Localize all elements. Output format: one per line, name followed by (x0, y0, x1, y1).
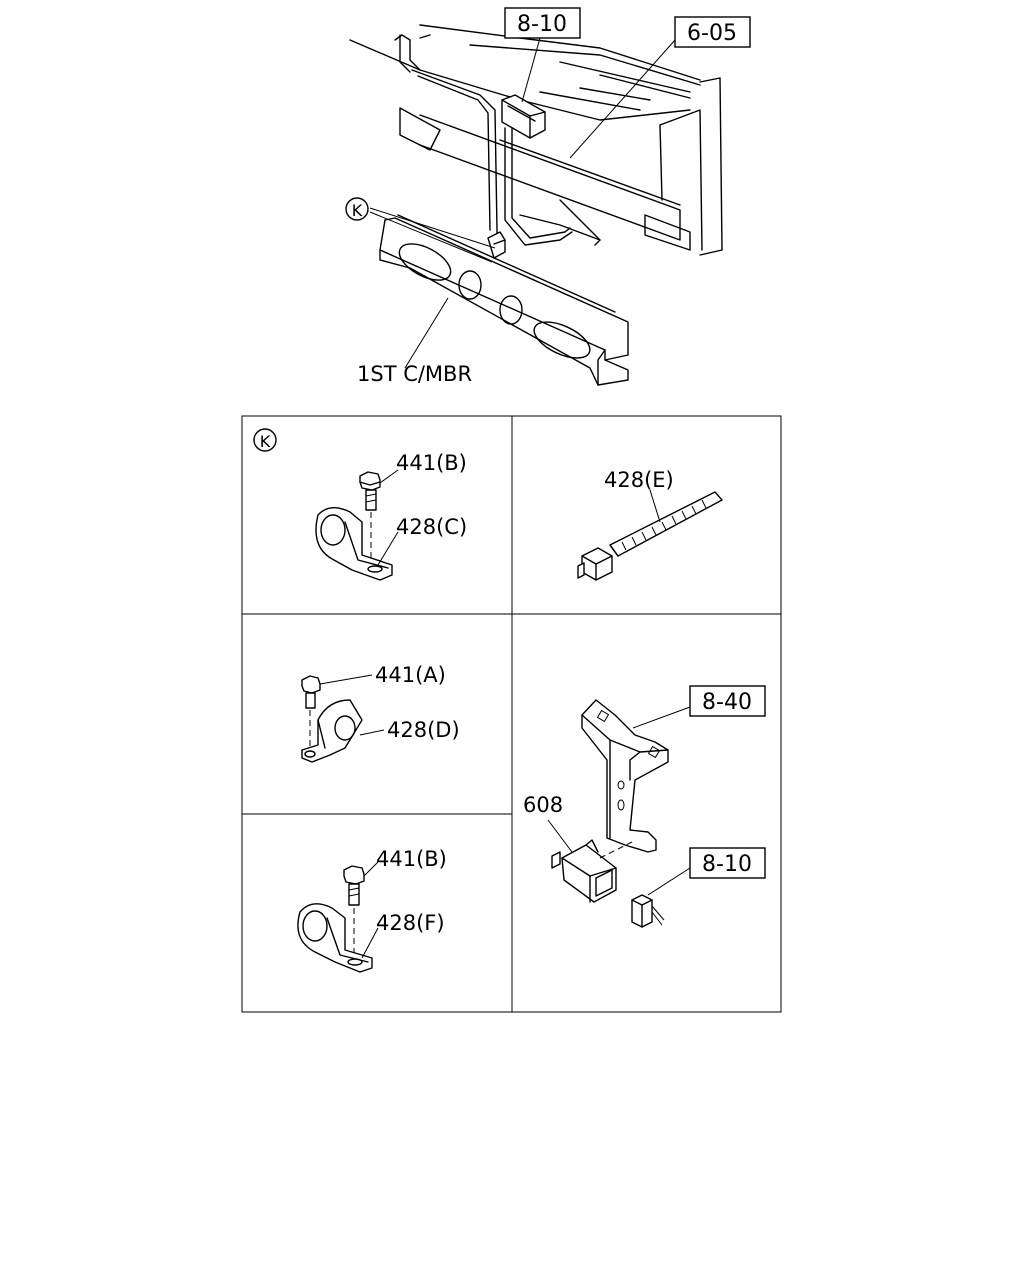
svg-text:8-40: 8-40 (702, 690, 752, 715)
detail-grid (241, 415, 782, 1013)
clip-428d (301, 699, 363, 763)
clip-428f (297, 903, 373, 973)
label-441b-f: 441(B) (376, 847, 447, 871)
panel-k-clip-c: K 441(B) 428(C) (253, 428, 467, 581)
k-clip (487, 231, 506, 259)
svg-text:K: K (260, 432, 271, 451)
panel-clip-f: 441(B) 428(F) (297, 847, 447, 973)
ref-box-8-40: 8-40 (689, 685, 766, 717)
label-428f: 428(F) (376, 911, 445, 935)
svg-text:8-10: 8-10 (702, 852, 752, 877)
panel-tie-strap-e: 428(E) (577, 468, 723, 581)
label-441b-k: 441(B) (396, 451, 467, 475)
assembly-view: 8-10 6-05 K 1ST C/MBR (345, 7, 751, 386)
leader-lines (369, 37, 676, 369)
first-cross-member (379, 214, 629, 386)
bolt-441b-f (343, 865, 365, 955)
panel-marker-k: K (253, 428, 277, 452)
tie-strap (577, 491, 723, 581)
connector-plug (631, 894, 665, 928)
detail-marker-k: K (345, 197, 369, 221)
svg-text:6-05: 6-05 (687, 21, 737, 46)
svg-text:8-10: 8-10 (517, 12, 567, 37)
bolt-441a (301, 675, 321, 752)
member-label: 1ST C/MBR (357, 362, 472, 386)
label-608: 608 (523, 793, 563, 817)
ref-box-8-10: 8-10 (504, 7, 581, 39)
svg-text:K: K (352, 201, 363, 220)
label-428d: 428(D) (387, 718, 460, 742)
bracket (581, 699, 669, 853)
label-441a: 441(A) (375, 663, 446, 687)
label-428c: 428(C) (396, 515, 467, 539)
panel-clip-d: 441(A) 428(D) (301, 663, 460, 763)
relay-608 (551, 839, 633, 903)
cross-beam (419, 114, 691, 251)
clip-428c (315, 507, 393, 581)
panel-relay-bracket: 8-40 608 8-10 (523, 685, 766, 928)
ref-box-6-05: 6-05 (674, 16, 751, 48)
ref-box-8-10-panel: 8-10 (689, 847, 766, 879)
bolt-441b (359, 471, 381, 558)
cab-body (349, 24, 723, 256)
label-428e: 428(E) (604, 468, 674, 492)
top-connector (501, 94, 546, 139)
